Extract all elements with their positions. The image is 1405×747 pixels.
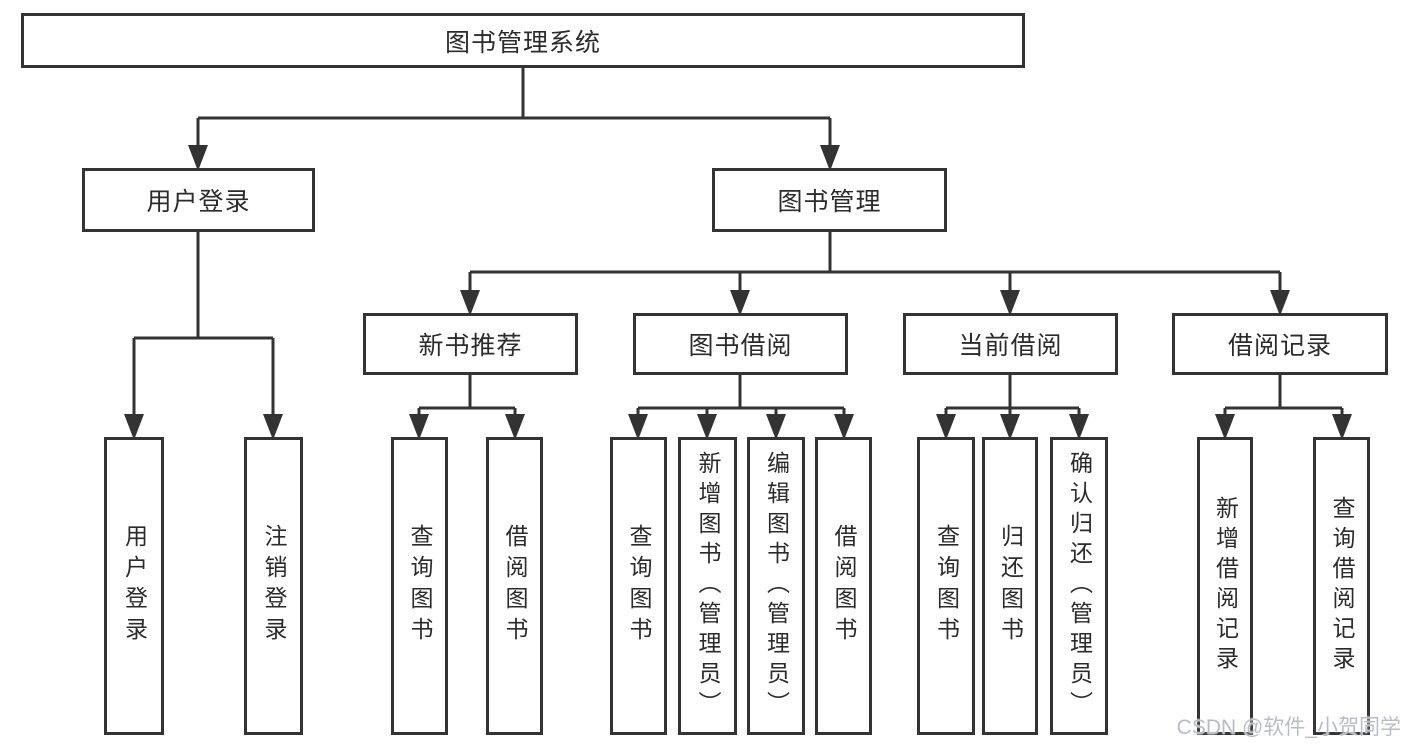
node-leaf-return-books: 归还图书 [982, 437, 1038, 735]
node-system-root: 图书管理系统 [21, 13, 1025, 68]
tree-edges [132, 68, 1344, 416]
node-leaf-query-borrow-record: 查询借阅记录 [1313, 437, 1370, 735]
node-user-login: 用户登录 [82, 168, 315, 232]
node-book-management: 图书管理 [712, 168, 947, 232]
node-new-book-recommend: 新书推荐 [363, 313, 578, 375]
node-book-borrow: 图书借阅 [633, 313, 848, 375]
node-leaf-user-login: 用户登录 [104, 437, 164, 735]
node-leaf-query-books-3: 查询图书 [917, 437, 975, 735]
arrowheads [124, 145, 1352, 440]
node-leaf-logout: 注销登录 [244, 437, 303, 735]
node-leaf-borrow-books-2: 借阅图书 [815, 437, 872, 735]
node-leaf-confirm-return-admin: 确认归还（管理员） [1050, 437, 1108, 735]
node-leaf-borrow-books: 借阅图书 [486, 437, 543, 735]
node-leaf-edit-books-admin: 编辑图书（管理员） [747, 437, 805, 735]
node-leaf-add-borrow-record: 新增借阅记录 [1197, 437, 1253, 735]
node-leaf-query-books-2: 查询图书 [610, 437, 667, 735]
node-current-borrow: 当前借阅 [903, 313, 1118, 375]
node-leaf-query-books: 查询图书 [391, 437, 448, 735]
node-borrow-records: 借阅记录 [1172, 313, 1388, 375]
node-leaf-add-books-admin: 新增图书（管理员） [678, 437, 737, 735]
csdn-watermark: CSDN @软件_小贺同学 [1176, 716, 1401, 739]
